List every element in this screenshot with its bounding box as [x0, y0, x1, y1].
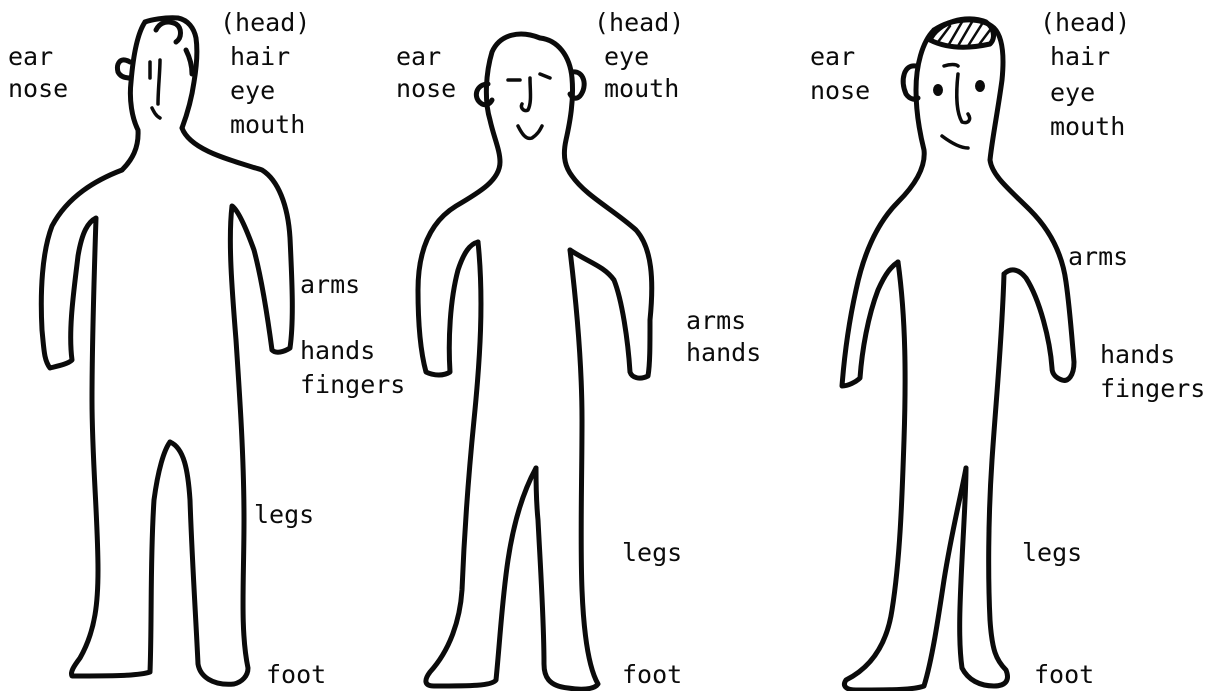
figure-2-label-arms: arms [686, 308, 746, 333]
figure-1-nose [158, 60, 160, 104]
figure-3-body-left [844, 262, 966, 690]
figure-2-label-head: (head) [594, 10, 684, 35]
figure-1-label-ear: ear [8, 44, 53, 69]
figure-3-eye-left [933, 84, 943, 96]
figure-2-label-hands: hands [686, 340, 761, 365]
figure-3-label-hands: hands [1100, 342, 1175, 367]
figure-1-head-left [122, 22, 145, 170]
figure-3-label-head: (head) [1040, 10, 1130, 35]
figure-2-eye-right [540, 74, 550, 78]
figure-2-body-left [426, 242, 536, 686]
figure-2-drawing [418, 34, 652, 689]
figure-1-hair-side [186, 50, 192, 74]
figure-1-label-fingers: fingers [300, 372, 405, 397]
figure-1-label-hands: hands [300, 338, 375, 363]
figure-3-drawing [842, 19, 1074, 690]
figure-3-mouth [942, 136, 968, 148]
figure-2-mouth [518, 126, 542, 138]
figure-1-label-mouth: mouth [230, 112, 305, 137]
figure-3-eye-right [975, 80, 985, 92]
figure-3-label-arms: arms [1068, 244, 1128, 269]
figure-3-label-mouth: mouth [1050, 114, 1125, 139]
figure-1-label-arms: arms [300, 272, 360, 297]
figure-2-label-nose: nose [396, 76, 456, 101]
figure-3-brow [944, 65, 958, 67]
figure-2-body-right [536, 250, 598, 689]
figure-2-label-eye: eye [604, 44, 649, 69]
figure-2-label-legs: legs [622, 540, 682, 565]
figure-1-label-nose: nose [8, 76, 68, 101]
figure-2-label-ear: ear [396, 44, 441, 69]
figure-3-label-hair: hair [1050, 44, 1110, 69]
figure-3-label-eye: eye [1050, 80, 1095, 105]
figure-1-label-eye: eye [230, 78, 275, 103]
figure-1-label-foot: foot [266, 662, 326, 687]
figure-1-label-hair: hair [230, 44, 290, 69]
figure-1-body-right [170, 128, 292, 684]
figure-2-nose [521, 78, 530, 111]
figure-1-ear [118, 60, 131, 78]
figure-1-label-legs: legs [254, 502, 314, 527]
figure-3-label-foot: foot [1034, 662, 1094, 687]
figure-2-label-foot: foot [622, 662, 682, 687]
figure-1-mouth [152, 108, 160, 118]
figure-3-label-nose: nose [810, 78, 870, 103]
figure-3-label-legs: legs [1022, 540, 1082, 565]
figure-3-body-right [960, 274, 1008, 686]
figure-2-label-mouth: mouth [604, 76, 679, 101]
figure-3-label-ear: ear [810, 44, 855, 69]
figure-3-nose [957, 74, 970, 123]
figure-3-label-fingers: fingers [1100, 376, 1205, 401]
figure-1-hair [156, 22, 181, 42]
figure-1-body-left [41, 170, 170, 676]
figure-1-label-head: (head) [220, 10, 310, 35]
